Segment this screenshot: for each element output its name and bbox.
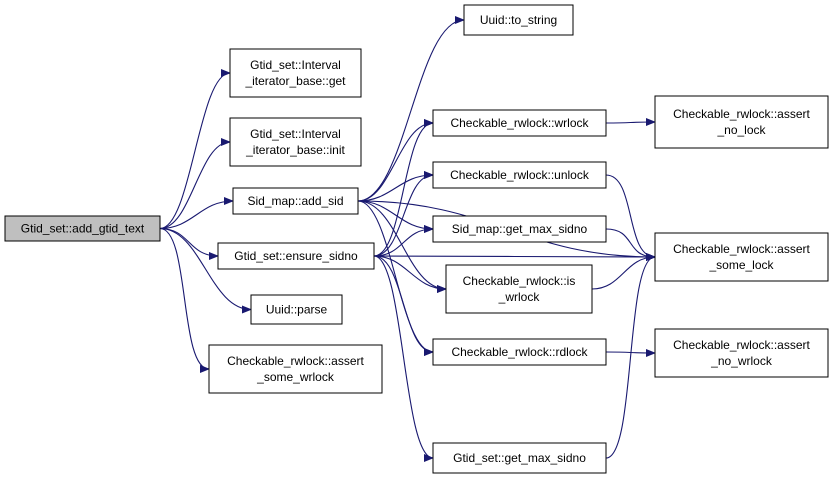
node-uuid-to-string[interactable]: Uuid::to_string [463, 4, 574, 36]
node-box[interactable] [208, 344, 383, 394]
edge-root-to-assert_some_wrlock [159, 227, 210, 373]
node-interval-get[interactable]: Gtid_set::Interval_iterator_base::get [229, 48, 362, 98]
node-ensure-sidno[interactable]: Gtid_set::ensure_sidno [217, 242, 375, 270]
node-interval-init[interactable]: Gtid_set::Interval_iterator_base::init [229, 117, 362, 167]
node-label: Gtid_set::Interval [250, 58, 341, 72]
node-box[interactable] [654, 232, 829, 282]
node-box[interactable] [229, 48, 362, 98]
edge-sid_add-to-unlock [357, 171, 434, 202]
node-box[interactable] [432, 215, 607, 243]
node-layer: Gtid_set::add_gtid_text Uuid::to_stringGt… [4, 4, 829, 474]
node-label: Checkable_rwlock::assert [673, 338, 810, 352]
edge-sid_add-to-wrlock [357, 119, 434, 202]
edge-ensure_sidno-to-wrlock [373, 119, 434, 257]
node-label: Checkable_rwlock::assert [227, 354, 364, 368]
node-label: Gtid_set::add_gtid_text [21, 222, 145, 236]
node-box[interactable] [4, 215, 161, 242]
node-wrlock[interactable]: Checkable_rwlock::wrlock [432, 109, 607, 137]
edge-root-to-ensure_sidno [159, 227, 219, 260]
edge-ensure_sidno-to-get_max_sidno_set [373, 255, 434, 462]
edge-root-to-interval_init [159, 138, 231, 230]
edge-get_max_sidno_map-to-assert_some_lock [605, 228, 656, 261]
node-box[interactable] [654, 328, 829, 378]
node-get-max-sidno-map[interactable]: Sid_map::get_max_sidno [432, 215, 607, 243]
edge-ensure_sidno-to-get_max_sidno_map [373, 225, 434, 257]
node-assert-no-wrlock[interactable]: Checkable_rwlock::assert_no_wrlock [654, 328, 829, 378]
edge-sid_add-to-rdlock [357, 200, 434, 356]
node-is-wrlock[interactable]: Checkable_rwlock::is_wrlock [445, 264, 593, 314]
node-unlock[interactable]: Checkable_rwlock::unlock [432, 161, 607, 189]
node-box[interactable] [463, 4, 574, 36]
edge-sid_add-to-uuid_to_string [357, 16, 465, 202]
edge-root-to-sid_add [159, 197, 234, 230]
node-uuid-parse[interactable]: Uuid::parse [250, 294, 343, 325]
node-rdlock[interactable]: Checkable_rwlock::rdlock [432, 338, 607, 366]
node-box[interactable] [232, 187, 359, 215]
edge-is_wrlock-to-assert_some_lock [591, 253, 656, 290]
node-label: _some_wrlock [256, 370, 335, 384]
edge-sid_add-to-get_max_sidno_map [357, 200, 434, 233]
node-box[interactable] [229, 117, 362, 167]
edge-ensure_sidno-to-rdlock [373, 255, 434, 356]
edge-get_max_sidno_set-to-assert_some_lock [605, 253, 656, 459]
node-label: _some_lock [708, 258, 774, 272]
node-label: Gtid_set::get_max_sidno [453, 451, 586, 465]
node-box[interactable] [432, 109, 607, 137]
edge-root-to-interval_get [159, 69, 231, 230]
node-assert-some-lock[interactable]: Checkable_rwlock::assert_some_lock [654, 232, 829, 282]
node-label: _iterator_base::get [244, 74, 346, 88]
node-root[interactable]: Gtid_set::add_gtid_text [4, 215, 161, 242]
node-box[interactable] [432, 442, 607, 474]
node-label: Sid_map::add_sid [247, 194, 343, 208]
edge-ensure_sidno-to-unlock [373, 171, 434, 257]
node-get-max-sidno-set[interactable]: Gtid_set::get_max_sidno [432, 442, 607, 474]
edge-ensure_sidno-to-assert_some_lock [373, 252, 656, 261]
node-label: _wrlock [498, 290, 541, 304]
node-box[interactable] [432, 338, 607, 366]
node-box[interactable] [250, 294, 343, 325]
node-label: _iterator_base::init [245, 143, 345, 157]
node-label: Uuid::parse [266, 303, 328, 317]
node-box[interactable] [432, 161, 607, 189]
edge-unlock-to-assert_some_lock [605, 174, 656, 261]
node-label: Sid_map::get_max_sidno [452, 222, 588, 236]
edge-wrlock-to-assert_no_lock [605, 118, 656, 127]
node-label: Gtid_set::ensure_sidno [234, 249, 358, 263]
node-label: Uuid::to_string [480, 13, 557, 27]
node-box[interactable] [445, 264, 593, 314]
node-sid-add[interactable]: Sid_map::add_sid [232, 187, 359, 215]
node-assert-some-wrlock[interactable]: Checkable_rwlock::assert_some_wrlock [208, 344, 383, 394]
edge-root-to-uuid_parse [159, 227, 252, 314]
node-label: _no_wrlock [710, 354, 773, 368]
node-box[interactable] [654, 95, 829, 149]
node-box[interactable] [217, 242, 375, 270]
node-label: _no_lock [716, 123, 766, 137]
node-assert-no-lock[interactable]: Checkable_rwlock::assert_no_lock [654, 95, 829, 149]
node-label: Checkable_rwlock::rdlock [451, 345, 588, 359]
node-label: Checkable_rwlock::assert [673, 107, 810, 121]
edge-ensure_sidno-to-is_wrlock [373, 255, 447, 293]
edge-sid_add-to-is_wrlock [357, 200, 447, 293]
node-label: Checkable_rwlock::is [463, 274, 576, 288]
node-label: Checkable_rwlock::assert [673, 242, 810, 256]
node-label: Gtid_set::Interval [250, 127, 341, 141]
node-label: Checkable_rwlock::wrlock [450, 116, 589, 130]
node-label: Checkable_rwlock::unlock [450, 168, 590, 182]
